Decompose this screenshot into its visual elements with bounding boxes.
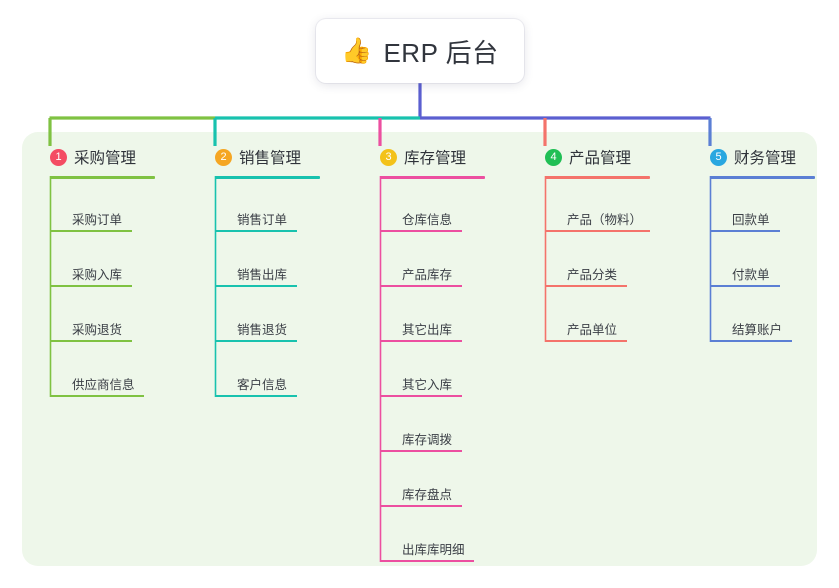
root-node-content: 👍 ERP 后台 [341, 33, 498, 70]
branch-leaf-underline [710, 285, 780, 287]
branch-leaf[interactable]: 仓库信息 [380, 208, 466, 232]
branch-leaf[interactable]: 产品库存 [380, 263, 466, 287]
branch-leaf[interactable]: 付款单 [710, 263, 784, 287]
root-node[interactable]: 👍 ERP 后台 [316, 19, 524, 83]
branch-title: 库存管理 [404, 150, 467, 167]
branch-number-badge: 4 [545, 148, 562, 166]
branch-title: 产品管理 [569, 150, 632, 167]
root-node-title: ERP 后台 [383, 37, 499, 68]
branch-leaf[interactable]: 出库库明细 [380, 538, 478, 562]
branch-leaf-underline [380, 340, 462, 342]
branch-leaf[interactable]: 其它出库 [380, 318, 466, 342]
branch-leaf-label: 采购入库 [72, 268, 123, 282]
branch-leaf-underline [380, 505, 462, 507]
branch-leaf-underline [380, 450, 462, 452]
branch-number-badge: 2 [215, 148, 232, 166]
branch-leaf-label: 销售退货 [237, 323, 288, 337]
branch-leaf-label: 客户信息 [237, 378, 288, 392]
branch-leaf[interactable]: 采购订单 [50, 208, 136, 232]
branch-leaf-label: 其它出库 [402, 323, 453, 337]
branch-column-1: 1 采购管理采购订单采购入库采购退货供应商信息 [36, 146, 155, 397]
branch-leaf-label: 回款单 [732, 213, 770, 227]
branch-header-underline [710, 176, 815, 179]
thumbs-up-icon: 👍 [341, 36, 373, 65]
branch-number-badge: 1 [50, 148, 67, 166]
branch-leaf-label: 库存盘点 [402, 488, 453, 502]
branch-leaf[interactable]: 产品分类 [545, 263, 631, 287]
branch-header-2[interactable]: 2 销售管理 [201, 146, 301, 168]
branch-leaf-underline [215, 285, 297, 287]
branch-leaf-label: 产品单位 [567, 323, 618, 337]
branch-column-5: 5 财务管理回款单付款单结算账户 [696, 146, 815, 342]
branch-header-5[interactable]: 5 财务管理 [696, 146, 796, 168]
branch-leaf[interactable]: 供应商信息 [50, 373, 148, 397]
branch-header-underline [50, 176, 155, 179]
branch-leaf-underline [215, 340, 297, 342]
branch-leaf-label: 其它入库 [402, 378, 453, 392]
branch-leaf[interactable]: 结算账户 [710, 318, 796, 342]
branch-header-4[interactable]: 4 产品管理 [531, 146, 631, 168]
branch-leaf-label: 销售出库 [237, 268, 288, 282]
branch-leaf-underline [215, 230, 297, 232]
branch-header-underline [215, 176, 320, 179]
branch-leaf-underline [50, 395, 144, 397]
branch-leaf[interactable]: 产品单位 [545, 318, 631, 342]
branch-leaf[interactable]: 产品（物料） [545, 208, 654, 232]
branch-leaf-underline [545, 340, 627, 342]
branch-leaf[interactable]: 库存调拨 [380, 428, 466, 452]
branch-leaf-underline [380, 560, 474, 562]
branch-leaf[interactable]: 库存盘点 [380, 483, 466, 507]
branch-leaf-underline [50, 285, 132, 287]
branch-leaf-label: 销售订单 [237, 213, 288, 227]
branch-leaf-label: 结算账户 [732, 323, 783, 337]
branch-leaf-label: 产品库存 [402, 268, 453, 282]
branch-header-underline [545, 176, 650, 179]
branch-leaf-underline [710, 230, 780, 232]
branch-leaf-underline [50, 230, 132, 232]
branch-leaf[interactable]: 销售订单 [215, 208, 301, 232]
branch-header-3[interactable]: 3 库存管理 [366, 146, 466, 168]
branch-leaf-label: 出库库明细 [402, 543, 465, 557]
branch-title: 财务管理 [734, 150, 797, 167]
branch-leaf-underline [380, 230, 462, 232]
branch-leaf-underline [545, 230, 650, 232]
branch-leaf[interactable]: 回款单 [710, 208, 784, 232]
branch-leaf[interactable]: 其它入库 [380, 373, 466, 397]
branch-title: 采购管理 [74, 150, 137, 167]
branch-leaf-label: 仓库信息 [402, 213, 453, 227]
branch-leaf-underline [380, 285, 462, 287]
branches-panel [22, 132, 817, 566]
branch-leaf-underline [710, 340, 792, 342]
branch-number-badge: 3 [380, 148, 397, 166]
branch-column-2: 2 销售管理销售订单销售出库销售退货客户信息 [201, 146, 320, 397]
branch-leaf-underline [380, 395, 462, 397]
branch-leaf[interactable]: 采购入库 [50, 263, 136, 287]
branch-leaf-label: 付款单 [732, 268, 770, 282]
branch-leaf-label: 采购退货 [72, 323, 123, 337]
branch-leaf-underline [215, 395, 297, 397]
branch-header-1[interactable]: 1 采购管理 [36, 146, 136, 168]
branch-leaf-label: 采购订单 [72, 213, 123, 227]
branch-leaf-underline [50, 340, 132, 342]
branch-column-4: 4 产品管理产品（物料） 产品分类产品单位 [531, 146, 650, 342]
branch-leaf[interactable]: 销售出库 [215, 263, 301, 287]
branch-leaf[interactable]: 采购退货 [50, 318, 136, 342]
branch-leaf[interactable]: 客户信息 [215, 373, 301, 397]
branch-leaf-underline [545, 285, 627, 287]
branch-header-underline [380, 176, 485, 179]
branch-leaf[interactable]: 销售退货 [215, 318, 301, 342]
branch-leaf-label: 供应商信息 [72, 378, 135, 392]
branch-title: 销售管理 [239, 150, 302, 167]
branch-leaf-label: 产品（物料） [567, 213, 643, 227]
branch-column-3: 3 库存管理仓库信息产品库存其它出库其它入库库存调拨库存盘点出库库明细 [366, 146, 485, 562]
branch-leaf-label: 产品分类 [567, 268, 618, 282]
branch-leaf-label: 库存调拨 [402, 433, 453, 447]
branch-number-badge: 5 [710, 148, 727, 166]
